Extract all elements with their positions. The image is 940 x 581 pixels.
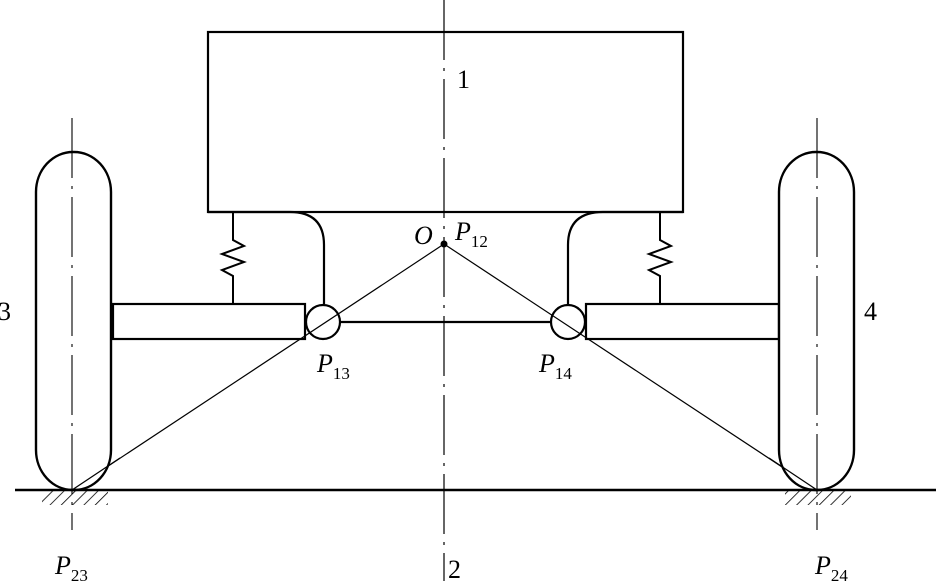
label-p23: P23 bbox=[54, 551, 88, 581]
line-p24-tail bbox=[768, 457, 818, 491]
pivot-p13 bbox=[304, 303, 342, 341]
line-p23-o bbox=[71, 243, 445, 491]
label-p24: P24 bbox=[814, 551, 848, 581]
p14-sub: 14 bbox=[555, 364, 573, 383]
right-spring bbox=[646, 212, 674, 304]
line-p23-tail bbox=[71, 457, 121, 491]
right-axle-arm bbox=[584, 302, 781, 341]
label-left-wheel: 3 bbox=[0, 297, 11, 326]
p13-base: P bbox=[316, 349, 333, 378]
p24-base: P bbox=[814, 551, 831, 580]
right-ground-hatch bbox=[785, 491, 851, 505]
line-p24-o bbox=[443, 243, 818, 491]
p13-sub: 13 bbox=[333, 364, 350, 383]
label-body: 1 bbox=[457, 65, 470, 94]
vehicle-body bbox=[206, 30, 685, 214]
left-spring bbox=[219, 212, 247, 304]
label-p12: P12 bbox=[454, 217, 488, 251]
p12-sub: 12 bbox=[471, 232, 488, 251]
label-right-wheel: 4 bbox=[864, 297, 877, 326]
left-wheel bbox=[34, 150, 113, 492]
label-origin: O bbox=[414, 221, 433, 250]
p23-base: P bbox=[54, 551, 71, 580]
p14-base: P bbox=[538, 349, 555, 378]
label-ground: 2 bbox=[448, 555, 461, 581]
p24-sub: 24 bbox=[831, 566, 849, 581]
label-p13: P13 bbox=[316, 349, 350, 383]
p23-sub: 23 bbox=[71, 566, 88, 581]
right-bracket bbox=[566, 210, 683, 304]
left-bracket bbox=[208, 210, 326, 304]
p12-base: P bbox=[454, 217, 471, 246]
pivot-p14 bbox=[549, 303, 587, 341]
point-o bbox=[440, 240, 448, 248]
left-axle-arm bbox=[111, 302, 307, 341]
left-ground-hatch bbox=[42, 491, 108, 505]
label-p14: P14 bbox=[538, 349, 572, 383]
